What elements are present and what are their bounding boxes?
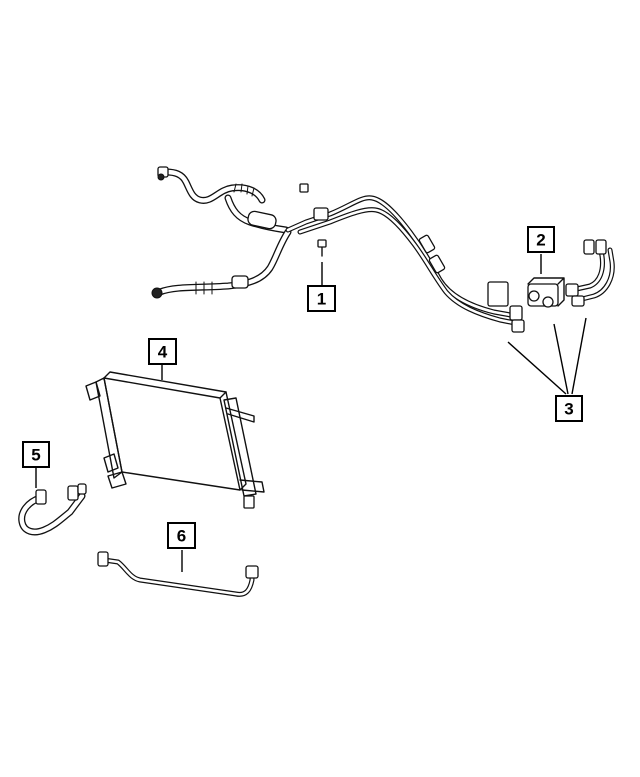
leader-line-3c	[571, 317, 587, 395]
callout-6: 6	[167, 522, 196, 549]
callout-4: 4	[148, 338, 177, 365]
ac-condenser-part	[85, 364, 265, 509]
callout-3: 3	[555, 395, 583, 422]
callout-1: 1	[307, 285, 336, 312]
leader-line-3a	[507, 341, 567, 395]
ac-line-assembly	[151, 166, 525, 333]
callout-1-label: 1	[317, 290, 326, 309]
callout-3-label: 3	[564, 400, 573, 419]
suction-discharge-lines-part	[507, 239, 615, 395]
leader-line-3b	[553, 323, 569, 395]
callout-5-label: 5	[31, 446, 40, 465]
block-connector-part	[527, 254, 565, 308]
liquid-line-part	[97, 550, 259, 597]
callout-2-label: 2	[536, 231, 545, 250]
callout-2: 2	[527, 226, 555, 253]
callout-5: 5	[22, 441, 50, 468]
callout-4-label: 4	[158, 343, 168, 362]
discharge-hose-part	[18, 468, 87, 536]
callout-6-label: 6	[177, 527, 186, 546]
